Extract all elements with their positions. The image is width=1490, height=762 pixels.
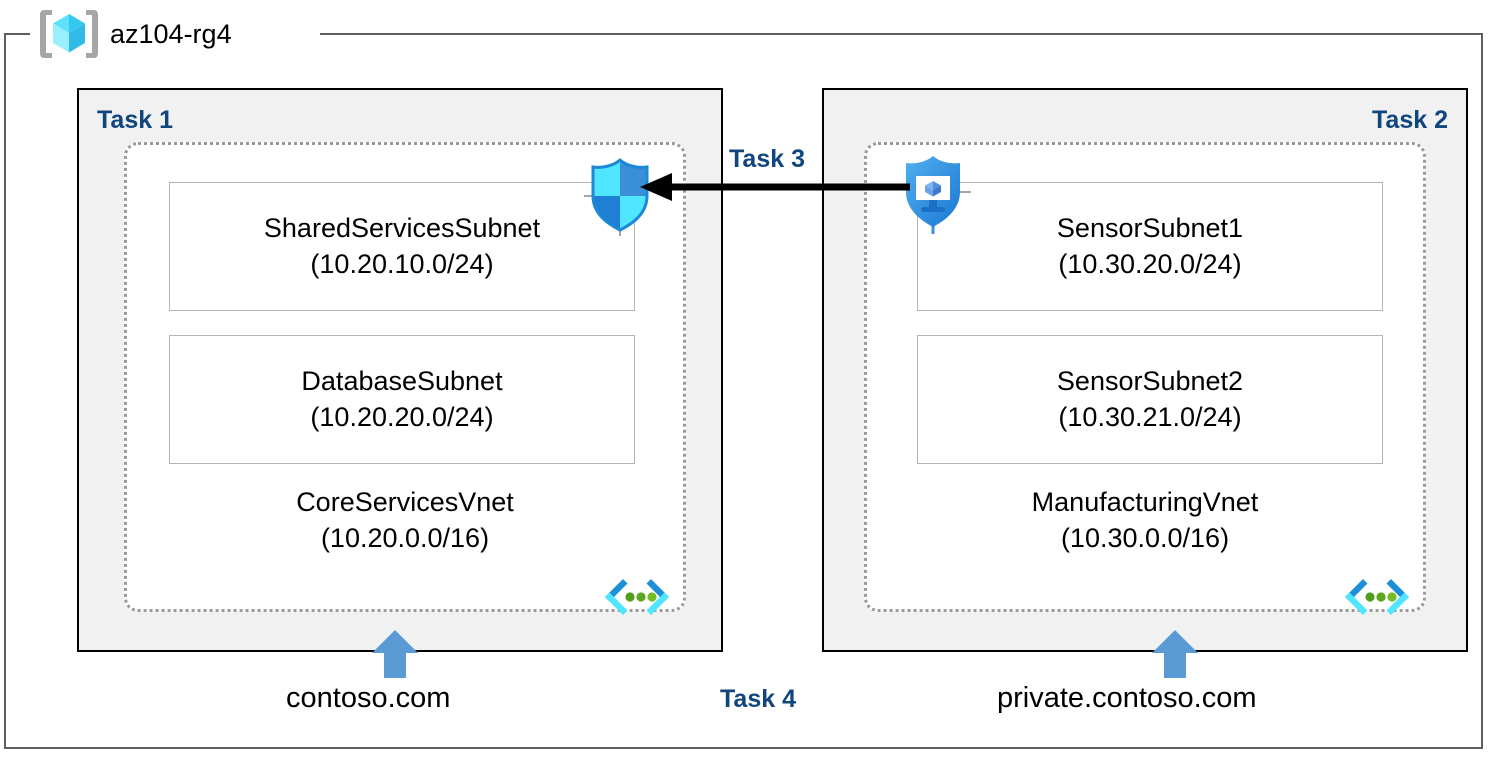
subnet-name: DatabaseSubnet — [301, 365, 503, 396]
task1-label: Task 1 — [97, 106, 173, 134]
subnet-shared-services: SharedServicesSubnet (10.20.10.0/24) — [169, 182, 635, 311]
subnet-name: SharedServicesSubnet — [263, 212, 541, 243]
task2-label: Task 2 — [1372, 106, 1448, 134]
task3-label: Task 3 — [723, 145, 811, 174]
task4-label: Task 4 — [720, 685, 796, 713]
network-security-group-shield-icon — [584, 156, 656, 236]
subnet-cidr: (10.30.20.0/24) — [1058, 248, 1242, 279]
resource-group-header: az104-rg4 — [38, 6, 232, 62]
subnet-name: SensorSubnet1 — [1056, 212, 1244, 243]
up-arrow-icon — [1150, 628, 1200, 678]
resource-group-name: az104-rg4 — [110, 18, 232, 49]
peering-connection-arrow — [638, 170, 910, 204]
task1-panel: Task 1 SharedServicesSubnet (10.20.10.0/… — [77, 88, 723, 652]
subnet-sensor-1: SensorSubnet1 (10.30.20.0/24) — [917, 182, 1383, 311]
subnet-database: DatabaseSubnet (10.20.20.0/24) — [169, 335, 635, 464]
virtual-network-icon — [1341, 571, 1413, 627]
up-arrow-icon — [370, 628, 420, 678]
vnet-cidr: (10.20.0.0/16) — [320, 522, 490, 553]
virtual-network-icon — [601, 571, 673, 627]
subnet-sensor-2: SensorSubnet2 (10.30.21.0/24) — [917, 335, 1383, 464]
resource-group-boundary — [4, 33, 1483, 749]
vnet-name: ManufacturingVnet — [1031, 487, 1259, 517]
vnet-name: CoreServicesVnet — [296, 487, 514, 517]
dns-zone-private-contoso: private.contoso.com — [997, 682, 1257, 714]
task2-panel: Task 2 SensorSubnet1 (10.30.20.0/24) Sen… — [822, 88, 1468, 652]
subnet-name: SensorSubnet2 — [1056, 365, 1244, 396]
azure-resource-group-icon — [38, 6, 100, 62]
vnet-cidr: (10.30.0.0/16) — [1060, 522, 1230, 553]
subnet-cidr: (10.20.20.0/24) — [310, 401, 494, 432]
subnet-cidr: (10.20.10.0/24) — [310, 248, 494, 279]
manufacturing-vnet-container: SensorSubnet1 (10.30.20.0/24) SensorSubn… — [864, 142, 1426, 615]
vnet-caption: CoreServicesVnet (10.20.0.0/16) — [127, 485, 683, 557]
core-services-vnet-container: SharedServicesSubnet (10.20.10.0/24) Dat… — [124, 142, 686, 615]
private-endpoint-shield-icon — [895, 152, 971, 234]
vnet-caption: ManufacturingVnet (10.30.0.0/16) — [867, 485, 1423, 557]
dns-zone-contoso: contoso.com — [286, 682, 451, 714]
subnet-cidr: (10.30.21.0/24) — [1058, 401, 1242, 432]
